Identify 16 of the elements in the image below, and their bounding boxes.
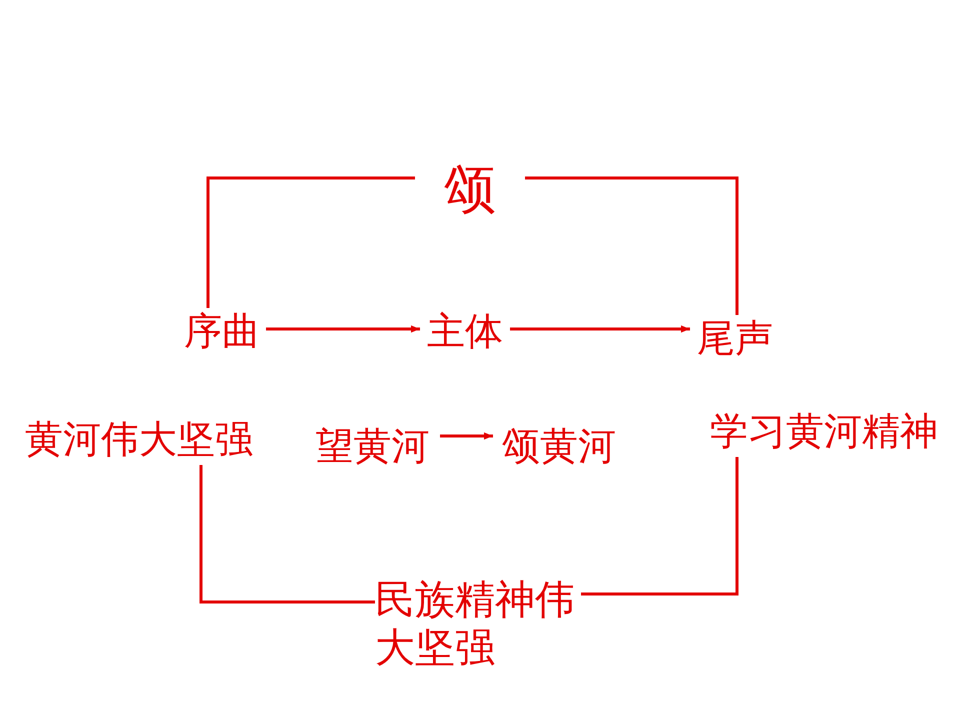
node-label: 序曲 [184,309,260,355]
arrow [440,432,493,440]
node-label: 学习黄河精神 [710,409,938,455]
node-label: 颂黄河 [502,424,616,470]
arrow [266,325,420,333]
node-label: 尾声 [697,316,773,362]
node-label: 民族精神伟大坚强 [375,576,576,672]
connector-line [581,457,738,596]
connector-line [206,176,415,308]
arrow [510,325,690,333]
node-label: 望黄河 [316,424,430,470]
node-label: 颂 [444,158,496,222]
node-label: 黄河伟大坚强 [25,417,253,463]
connector-line [200,465,375,604]
connector-line [525,176,738,315]
node-label: 主体 [427,309,503,355]
